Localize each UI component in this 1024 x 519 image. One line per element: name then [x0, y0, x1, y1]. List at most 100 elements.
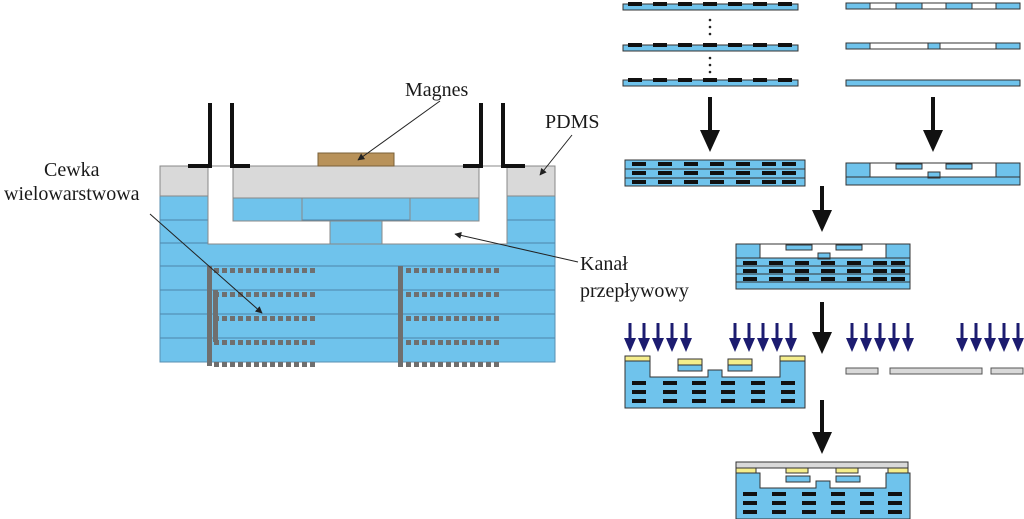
coil-turn	[406, 340, 411, 345]
uv-exposure-arrow-icon	[771, 323, 783, 352]
buried-conductor	[743, 277, 757, 281]
coil-turn	[486, 340, 491, 345]
buried-conductor	[743, 269, 757, 273]
coil-turn	[294, 292, 299, 297]
coil-turn	[238, 268, 243, 273]
uv-exposure-arrow-icon	[757, 323, 769, 352]
coil-turn	[454, 268, 459, 273]
coil-turn	[278, 268, 283, 273]
coil-turn	[294, 268, 299, 273]
pdms-leader	[539, 134, 573, 176]
coil-turn	[462, 362, 467, 367]
stage3-laminated-structure	[735, 243, 911, 290]
magnet-leader	[357, 100, 441, 161]
printed-conductor	[678, 43, 692, 47]
down-arrow-icon	[700, 97, 720, 152]
coil-turn	[438, 362, 443, 367]
stage4-pdms-mask	[845, 367, 1024, 375]
coil-turn	[310, 268, 315, 273]
coil-turn	[422, 362, 427, 367]
down-arrow-icon	[923, 97, 943, 152]
uv-exposure-arrow-icon	[652, 323, 664, 352]
channel-label-line2: przepływowy	[580, 280, 689, 302]
buried-conductor	[888, 492, 902, 496]
stage1-cut-tapes	[845, 2, 1021, 87]
coil-turn	[494, 340, 499, 345]
buried-conductor	[692, 399, 706, 403]
uv-exposure-left	[624, 323, 797, 352]
coil-turn	[430, 362, 435, 367]
uv-exposure-arrow-icon	[666, 323, 678, 352]
buried-conductor	[692, 381, 706, 385]
printed-conductor	[728, 78, 742, 82]
buried-conductor	[891, 277, 905, 281]
coil-turn	[430, 340, 435, 345]
coil-turn	[454, 340, 459, 345]
coil-turn	[470, 340, 475, 345]
buried-conductor	[632, 390, 646, 394]
coil-turn	[246, 362, 251, 367]
uv-exposure-arrow-icon	[956, 323, 968, 352]
coil-turn	[414, 292, 419, 297]
buried-conductor	[802, 510, 816, 514]
coil-turn	[398, 316, 403, 321]
outlet-tube-inner	[463, 103, 483, 168]
buried-conductor	[751, 381, 765, 385]
buried-conductor	[710, 180, 724, 184]
inlet-tube-outer	[188, 103, 212, 168]
coil-turn	[422, 340, 427, 345]
coil-turn	[310, 362, 315, 367]
coil-turn	[230, 316, 235, 321]
buried-conductor	[795, 277, 809, 281]
coil-turn	[470, 268, 475, 273]
coil-turn	[294, 316, 299, 321]
coil-turn	[446, 316, 451, 321]
buried-conductor	[658, 171, 672, 175]
uv-exposure-arrow-icon	[970, 323, 982, 352]
coil-turn	[262, 362, 267, 367]
buried-conductor	[795, 269, 809, 273]
coil-turn	[222, 268, 227, 273]
buried-conductor	[891, 269, 905, 273]
coil-turn	[422, 292, 427, 297]
buried-conductor	[847, 261, 861, 265]
coil-turn	[446, 268, 451, 273]
coil-turn	[470, 362, 475, 367]
printed-conductor	[753, 43, 767, 47]
coil-turn	[398, 362, 403, 367]
coil-turn	[462, 292, 467, 297]
buried-conductor	[743, 261, 757, 265]
coil-turn	[302, 292, 307, 297]
stage2-stacked-coil-block	[624, 159, 806, 187]
coil-turn	[286, 340, 291, 345]
buried-conductor	[684, 162, 698, 166]
buried-conductor	[860, 501, 874, 505]
coil-turn	[278, 292, 283, 297]
printed-conductor	[703, 78, 717, 82]
buried-conductor	[663, 399, 677, 403]
coil-turn	[478, 316, 483, 321]
coil-turn	[422, 268, 427, 273]
coil-turn	[302, 316, 307, 321]
printed-conductor	[703, 43, 717, 47]
ellipsis-dots-left	[708, 18, 712, 74]
coil-turn	[486, 316, 491, 321]
uv-exposure-arrow-icon	[860, 323, 872, 352]
buried-conductor	[743, 501, 757, 505]
uv-exposure-arrow-icon	[1012, 323, 1024, 352]
leader-lines	[149, 100, 579, 314]
printed-conductor	[778, 43, 792, 47]
coil-turn	[462, 316, 467, 321]
uv-exposure-arrow-icon	[902, 323, 914, 352]
buried-conductor	[632, 180, 646, 184]
channel-wall-left	[232, 197, 303, 222]
coil-turn	[222, 292, 227, 297]
coil-turn	[286, 316, 291, 321]
buried-conductor	[891, 261, 905, 265]
buried-conductor	[762, 171, 776, 175]
coil-turn	[238, 316, 243, 321]
coil-turn	[398, 292, 403, 297]
uv-exposure-arrow-icon	[846, 323, 858, 352]
coil-turn	[310, 316, 315, 321]
coil-turn	[438, 292, 443, 297]
